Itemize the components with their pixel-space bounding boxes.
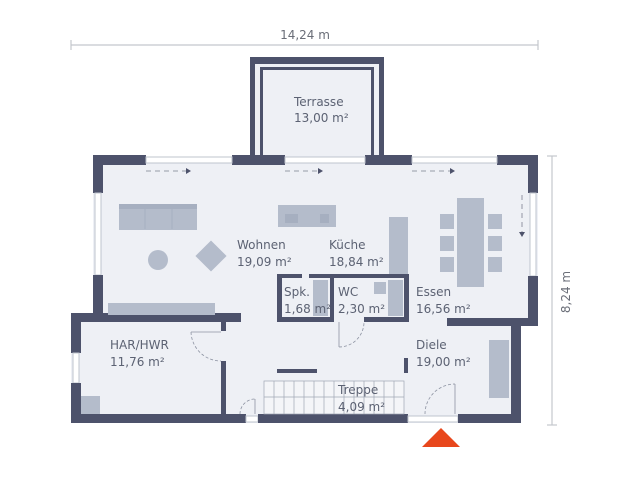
room-label-spk: Spk. 1,68 m² <box>284 285 331 316</box>
room-label-essen: Essen 16,56 m² <box>416 285 471 316</box>
wardrobe-icon <box>489 340 509 398</box>
armchair-icon <box>195 240 227 272</box>
sliding-door-arrows <box>146 170 523 232</box>
svg-text:4,09 m²: 4,09 m² <box>338 400 385 414</box>
svg-text:HAR/HWR: HAR/HWR <box>110 338 169 352</box>
width-dimension: 14,24 m <box>70 28 539 50</box>
interior-walls <box>221 274 409 416</box>
room-label-har-hwr: HAR/HWR 11,76 m² <box>110 338 169 369</box>
svg-text:Spk.: Spk. <box>284 285 310 299</box>
svg-text:Treppe: Treppe <box>337 383 378 397</box>
svg-text:13,00 m²: 13,00 m² <box>294 111 349 125</box>
room-label-terrasse: Terrasse 13,00 m² <box>293 95 349 125</box>
svg-text:18,84 m²: 18,84 m² <box>329 255 384 269</box>
sideboard-icon <box>108 303 215 315</box>
svg-text:2,30 m²: 2,30 m² <box>338 302 385 316</box>
side-table-icon <box>148 250 168 270</box>
room-label-kueche: Küche 18,84 m² <box>329 238 384 269</box>
room-label-treppe: Treppe 4,09 m² <box>337 383 385 414</box>
svg-text:19,09 m²: 19,09 m² <box>237 255 292 269</box>
width-label: 14,24 m <box>280 28 330 42</box>
svg-text:19,00 m²: 19,00 m² <box>416 355 471 369</box>
svg-text:16,56 m²: 16,56 m² <box>416 302 471 316</box>
depth-dimension: 8,24 m <box>547 155 573 426</box>
arrow-heads <box>186 168 525 237</box>
room-label-wc: WC 2,30 m² <box>338 285 385 316</box>
svg-text:11,76 m²: 11,76 m² <box>110 355 165 369</box>
kitchen-cabinet-icon <box>389 217 408 274</box>
doors <box>190 321 456 415</box>
depth-label: 8,24 m <box>559 271 573 313</box>
svg-text:1,68 m²: 1,68 m² <box>284 302 331 316</box>
svg-text:Essen: Essen <box>416 285 451 299</box>
svg-text:Wohnen: Wohnen <box>237 238 286 252</box>
terrace <box>250 57 384 157</box>
exterior-walls <box>71 155 538 423</box>
furniture <box>81 198 509 414</box>
svg-text:Küche: Küche <box>329 238 365 252</box>
dining-table-icon <box>457 198 484 287</box>
entrance-marker-icon <box>422 428 460 447</box>
room-label-wohnen: Wohnen 19,09 m² <box>237 238 292 269</box>
svg-text:WC: WC <box>338 285 358 299</box>
stairs <box>263 380 405 415</box>
room-label-diele: Diele 19,00 m² <box>416 338 471 369</box>
svg-text:Diele: Diele <box>416 338 447 352</box>
svg-text:Terrasse: Terrasse <box>293 95 344 109</box>
